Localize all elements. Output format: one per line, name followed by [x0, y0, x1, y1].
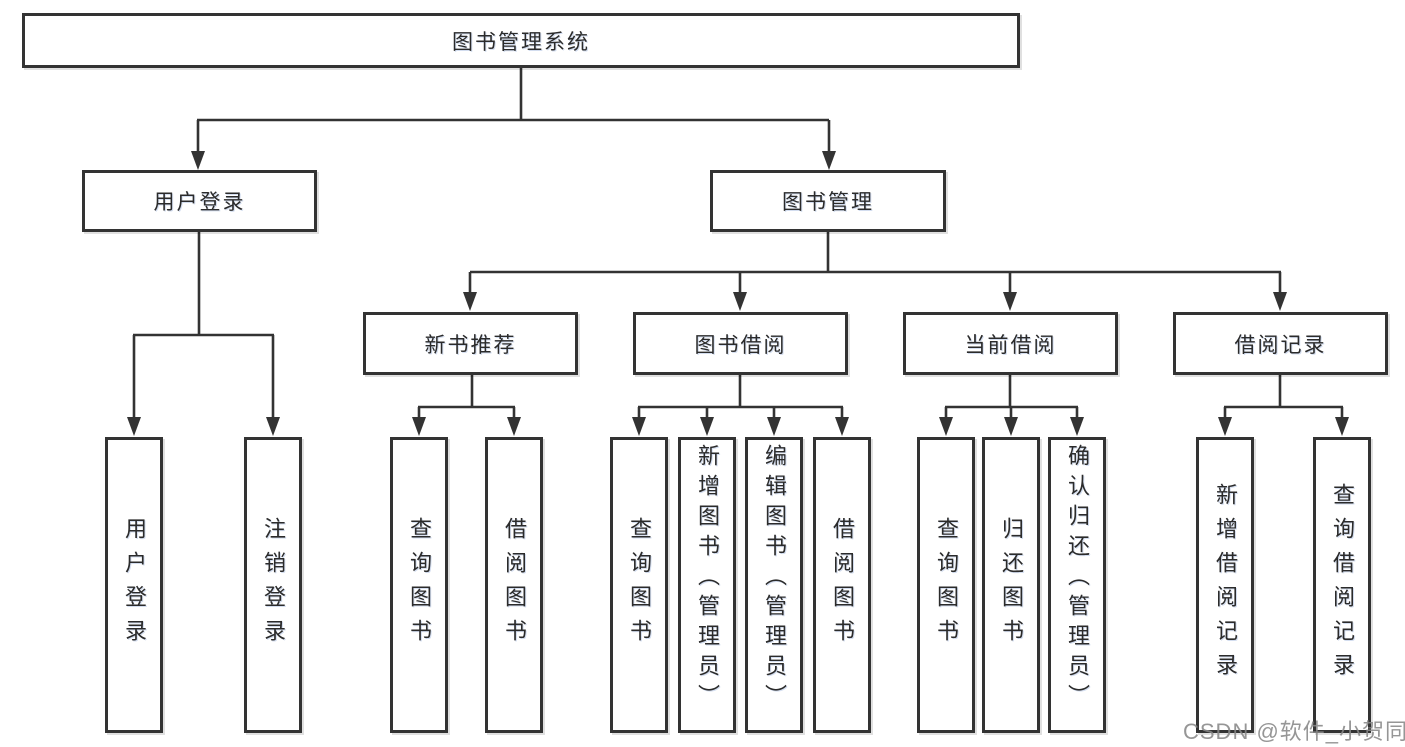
- leaf-confirm-return-admin-label: 确认归还（管理员）: [1065, 444, 1090, 714]
- node-book-management: 图书管理: [710, 170, 946, 232]
- leaf-add-borrow-record: 新增借阅记录: [1196, 437, 1254, 733]
- csdn-watermark: CSDN @软件_小贺同学: [1183, 719, 1405, 744]
- leaf-query-books-2-label: 查询图书: [627, 517, 652, 653]
- leaf-return-books: 归还图书: [982, 437, 1040, 733]
- node-new-book-recommend: 新书推荐: [363, 312, 578, 375]
- leaf-add-book-admin-label: 新增图书（管理员）: [695, 444, 720, 714]
- leaf-add-book-admin: 新增图书（管理员）: [678, 437, 736, 733]
- leaf-borrow-books-2-label: 借阅图书: [830, 517, 855, 653]
- leaf-logout-label: 注销登录: [261, 517, 286, 653]
- node-book-borrow-label: 图书借阅: [694, 333, 787, 357]
- leaf-query-books-1: 查询图书: [390, 437, 448, 733]
- leaf-borrow-books-1: 借阅图书: [485, 437, 543, 733]
- leaf-edit-book-admin: 编辑图书（管理员）: [745, 437, 803, 733]
- leaf-query-books-1-label: 查询图书: [407, 517, 432, 653]
- leaf-user-login: 用户登录: [105, 437, 163, 733]
- leaf-return-books-label: 归还图书: [999, 517, 1024, 653]
- leaf-borrow-books-2: 借阅图书: [813, 437, 871, 733]
- arrowheads: [127, 151, 1349, 436]
- node-library-system-label: 图书管理系统: [452, 30, 590, 54]
- node-user-login-label: 用户登录: [153, 191, 246, 214]
- node-current-borrow-label: 当前借阅: [964, 333, 1057, 357]
- leaf-user-login-label: 用户登录: [122, 517, 147, 653]
- leaf-query-books-3: 查询图书: [917, 437, 975, 733]
- leaf-borrow-books-1-label: 借阅图书: [502, 517, 527, 653]
- node-new-book-recommend-label: 新书推荐: [424, 333, 517, 357]
- node-borrow-records-label: 借阅记录: [1234, 333, 1327, 357]
- node-current-borrow: 当前借阅: [903, 312, 1118, 375]
- leaf-query-books-2: 查询图书: [610, 437, 668, 733]
- node-book-borrow: 图书借阅: [633, 312, 848, 375]
- leaf-add-borrow-record-label: 新增借阅记录: [1213, 483, 1238, 687]
- leaf-query-books-3-label: 查询图书: [934, 517, 959, 653]
- leaf-confirm-return-admin: 确认归还（管理员）: [1048, 437, 1106, 733]
- node-borrow-records: 借阅记录: [1173, 312, 1388, 375]
- leaf-query-borrow-record-label: 查询借阅记录: [1330, 483, 1355, 687]
- node-book-management-label: 图书管理: [782, 191, 874, 214]
- node-user-login: 用户登录: [82, 170, 317, 232]
- leaf-query-borrow-record: 查询借阅记录: [1313, 437, 1371, 733]
- leaf-edit-book-admin-label: 编辑图书（管理员）: [762, 444, 787, 714]
- node-library-system: 图书管理系统: [22, 13, 1020, 68]
- leaf-logout: 注销登录: [244, 437, 302, 733]
